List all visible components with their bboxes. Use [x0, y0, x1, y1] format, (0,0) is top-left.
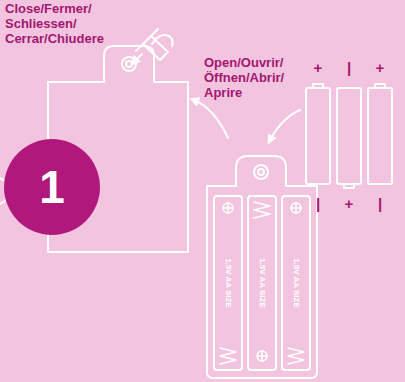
- spring: [254, 202, 270, 218]
- battery: [368, 88, 392, 184]
- open-arrow: [194, 100, 228, 138]
- screw-hole: [258, 169, 264, 175]
- battery-size-label: 1.5V AA SIZE: [291, 258, 300, 308]
- open-instruction: Open/Ouvrir/ Öffnen/Abrir/ Aprire: [204, 56, 304, 101]
- battery: [306, 88, 330, 184]
- close-instruction: Close/Fermer/ Schliessen/ Cerrar/Chiuder…: [5, 2, 121, 47]
- battery-size-label: 1.5V AA SIZE: [257, 258, 266, 308]
- screw-hole: [254, 165, 268, 179]
- screw-hole: [122, 57, 136, 71]
- battery-slot: [214, 196, 242, 370]
- polarity-sign: |: [347, 59, 351, 76]
- battery-nub: [344, 184, 354, 188]
- battery-nub: [313, 84, 323, 88]
- plus-symbol: [223, 203, 301, 361]
- screw-hole: [126, 61, 132, 67]
- battery: [337, 88, 361, 184]
- rotation-arrow: [152, 35, 173, 46]
- spring: [220, 348, 236, 364]
- battery-size-label: 1.5V AA SIZE: [223, 258, 232, 308]
- step-number-circle: 1: [4, 139, 100, 235]
- polarity-sign: +: [376, 59, 385, 76]
- battery-slot: [248, 196, 276, 370]
- battery-compartment: [207, 156, 317, 378]
- polarity-sign: |: [316, 195, 320, 212]
- callout-number: 1: [39, 160, 65, 214]
- polarity-sign: +: [314, 59, 323, 76]
- polarity-sign: |: [378, 195, 382, 212]
- battery-nub: [375, 84, 385, 88]
- spring: [288, 348, 304, 364]
- close-arrow: [134, 54, 142, 62]
- battery-slot: [282, 196, 310, 370]
- insert-arrow: [270, 110, 300, 140]
- polarity-sign: +: [345, 195, 354, 212]
